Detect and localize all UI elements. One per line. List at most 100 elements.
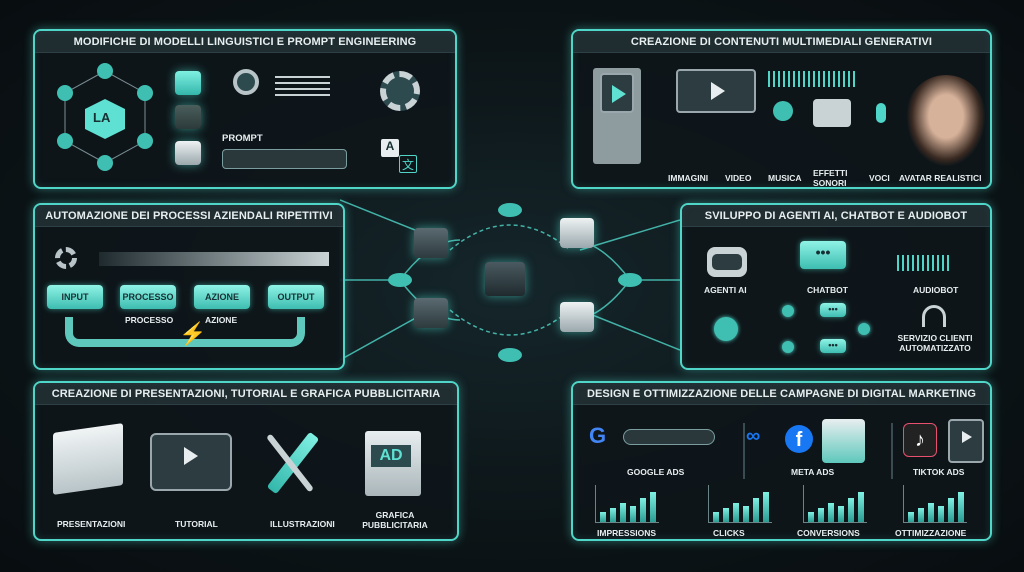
step-output: OUTPUT: [268, 285, 324, 309]
chart-bar: [610, 507, 616, 522]
label-grafica-pubblicitaria: GRAFICA PUBBLICITARIA: [362, 510, 428, 530]
label-impressions: IMPRESSIONS: [597, 528, 657, 538]
hub-label: LA: [93, 110, 111, 125]
growth-chart-icon: [803, 485, 867, 523]
chart-bar: [713, 512, 719, 522]
label-immagini: IMMAGINI: [668, 173, 709, 183]
panel-title: DESIGN E OTTIMIZZAZIONE DELLE CAMPAGNE D…: [573, 383, 990, 405]
magnifier-icon: [233, 69, 259, 95]
chart-bar: [763, 491, 769, 522]
translate-cube: [560, 218, 594, 248]
label-agenti-ai: AGENTI AI: [704, 285, 747, 295]
flow-node: [782, 341, 794, 353]
chart-bar: [918, 507, 924, 522]
ad-graphic-icon: AD: [365, 431, 421, 496]
panel-title: SVILUPPO DI AGENTI AI, CHATBOT E AUDIOBO…: [682, 205, 990, 227]
flow-node: [858, 323, 870, 335]
label-tiktok-ads: TIKTOK ADS: [913, 467, 965, 477]
label-musica: MUSICA: [768, 173, 802, 183]
label-meta-ads: META ADS: [791, 467, 835, 477]
lightning-icon: ⚡: [179, 321, 207, 346]
label-conversions: CONVERSIONS: [797, 528, 860, 538]
chart-bar: [858, 491, 864, 522]
chart-bar: [808, 512, 814, 522]
chart-bar: [630, 506, 636, 522]
text-lines: [275, 76, 330, 98]
divider: [743, 423, 745, 479]
tiktok-video-icon: [948, 419, 984, 463]
growth-chart-icon: [595, 485, 659, 523]
step-processo: PROCESSO: [120, 285, 176, 309]
flow-chat-node: •••: [820, 303, 846, 317]
chart-bar: [743, 506, 749, 522]
label-chatbot: CHATBOT: [807, 285, 848, 295]
panel-multimedia: CREAZIONE DI CONTENUTI MULTIMEDIALI GENE…: [571, 29, 992, 189]
chart-bar: [818, 507, 824, 522]
headset-icon: [922, 305, 946, 327]
sublabel-processo: PROCESSO: [125, 315, 174, 325]
step-input: INPUT: [47, 285, 103, 309]
prompt-label: PROMPT: [222, 133, 263, 144]
robot-icon: [707, 247, 747, 277]
gear-translate-icon: [380, 71, 420, 111]
cube-icon: [175, 141, 201, 165]
flow-arrow: [99, 252, 329, 266]
network-graph-icon: [57, 63, 153, 171]
avatar-face-image: [906, 75, 986, 167]
letter-a-icon: A: [381, 139, 399, 157]
label-google-ads: GOOGLE ADS: [627, 467, 685, 477]
video-player-icon: [676, 69, 756, 113]
label-presentazioni: PRESENTAZIONI: [57, 519, 126, 529]
chart-bar: [848, 498, 854, 522]
film-strip-icon: [593, 68, 641, 164]
flow-node: [782, 305, 794, 317]
social-post-icon: [822, 419, 865, 463]
gears-icon: [55, 247, 77, 269]
panel-automation: AUTOMAZIONE DEI PROCESSI AZIENDALI RIPET…: [33, 203, 345, 370]
tiktok-logo: ♪: [903, 423, 937, 457]
chart-bar: [948, 498, 954, 522]
growth-chart-icon: [708, 485, 772, 523]
gear-cube: [560, 302, 594, 332]
aperture-icon: [773, 101, 793, 121]
ad-text: AD: [371, 445, 411, 467]
panel-agents: SVILUPPO DI AGENTI AI, CHATBOT E AUDIOBO…: [680, 203, 992, 370]
prompt-input[interactable]: [222, 149, 347, 169]
meta-logo: ∞: [746, 425, 761, 447]
label-servizio-clienti: SERVIZIO CLIENTI AUTOMATIZZATO: [897, 333, 973, 353]
panel-llm-prompt-engineering: MODIFICHE DI MODELLI LINGUISTICI E PROMP…: [33, 29, 457, 189]
chat-bubble-icon: •••: [800, 241, 846, 269]
chart-bar: [908, 512, 914, 522]
chart-bar: [600, 512, 606, 522]
label-voci: VOCI: [869, 173, 890, 183]
search-bar[interactable]: [623, 429, 715, 445]
chart-bar: [640, 498, 646, 522]
audio-waveform-icon: [897, 255, 952, 271]
panel-title: CREAZIONE DI CONTENUTI MULTIMEDIALI GENE…: [573, 31, 990, 53]
label-tutorial: TUTORIAL: [175, 519, 218, 529]
chart-bar: [938, 506, 944, 522]
chart-bar: [650, 491, 656, 522]
step-azione: AZIONE: [194, 285, 250, 309]
central-chip: [485, 262, 525, 296]
sublabel-azione: AZIONE: [205, 315, 238, 325]
loop-arrow: [65, 317, 305, 347]
label-clicks: CLICKS: [713, 528, 745, 538]
panel-title: MODIFICHE DI MODELLI LINGUISTICI E PROMP…: [35, 31, 455, 53]
flow-chat-node: •••: [820, 339, 846, 353]
panel-presentations: CREAZIONE DI PRESENTAZIONI, TUTORIAL E G…: [33, 381, 459, 541]
google-logo: G: [589, 423, 607, 448]
cube-icon: [175, 105, 201, 129]
divider: [891, 423, 893, 479]
label-avatar-realistici: AVATAR REALISTICI: [899, 173, 982, 183]
camera-icon: [813, 99, 851, 127]
chart-bar: [620, 502, 626, 522]
chart-bar: [958, 491, 964, 522]
chart-bar: [928, 502, 934, 522]
waveform-icon: [768, 71, 858, 87]
panel-marketing: DESIGN E OTTIMIZZAZIONE DELLE CAMPAGNE D…: [571, 381, 992, 541]
chart-bar: [723, 507, 729, 522]
panel-title: AUTOMAZIONE DEI PROCESSI AZIENDALI RIPET…: [35, 205, 343, 227]
chart-bar: [838, 506, 844, 522]
chart-bar: [828, 502, 834, 522]
